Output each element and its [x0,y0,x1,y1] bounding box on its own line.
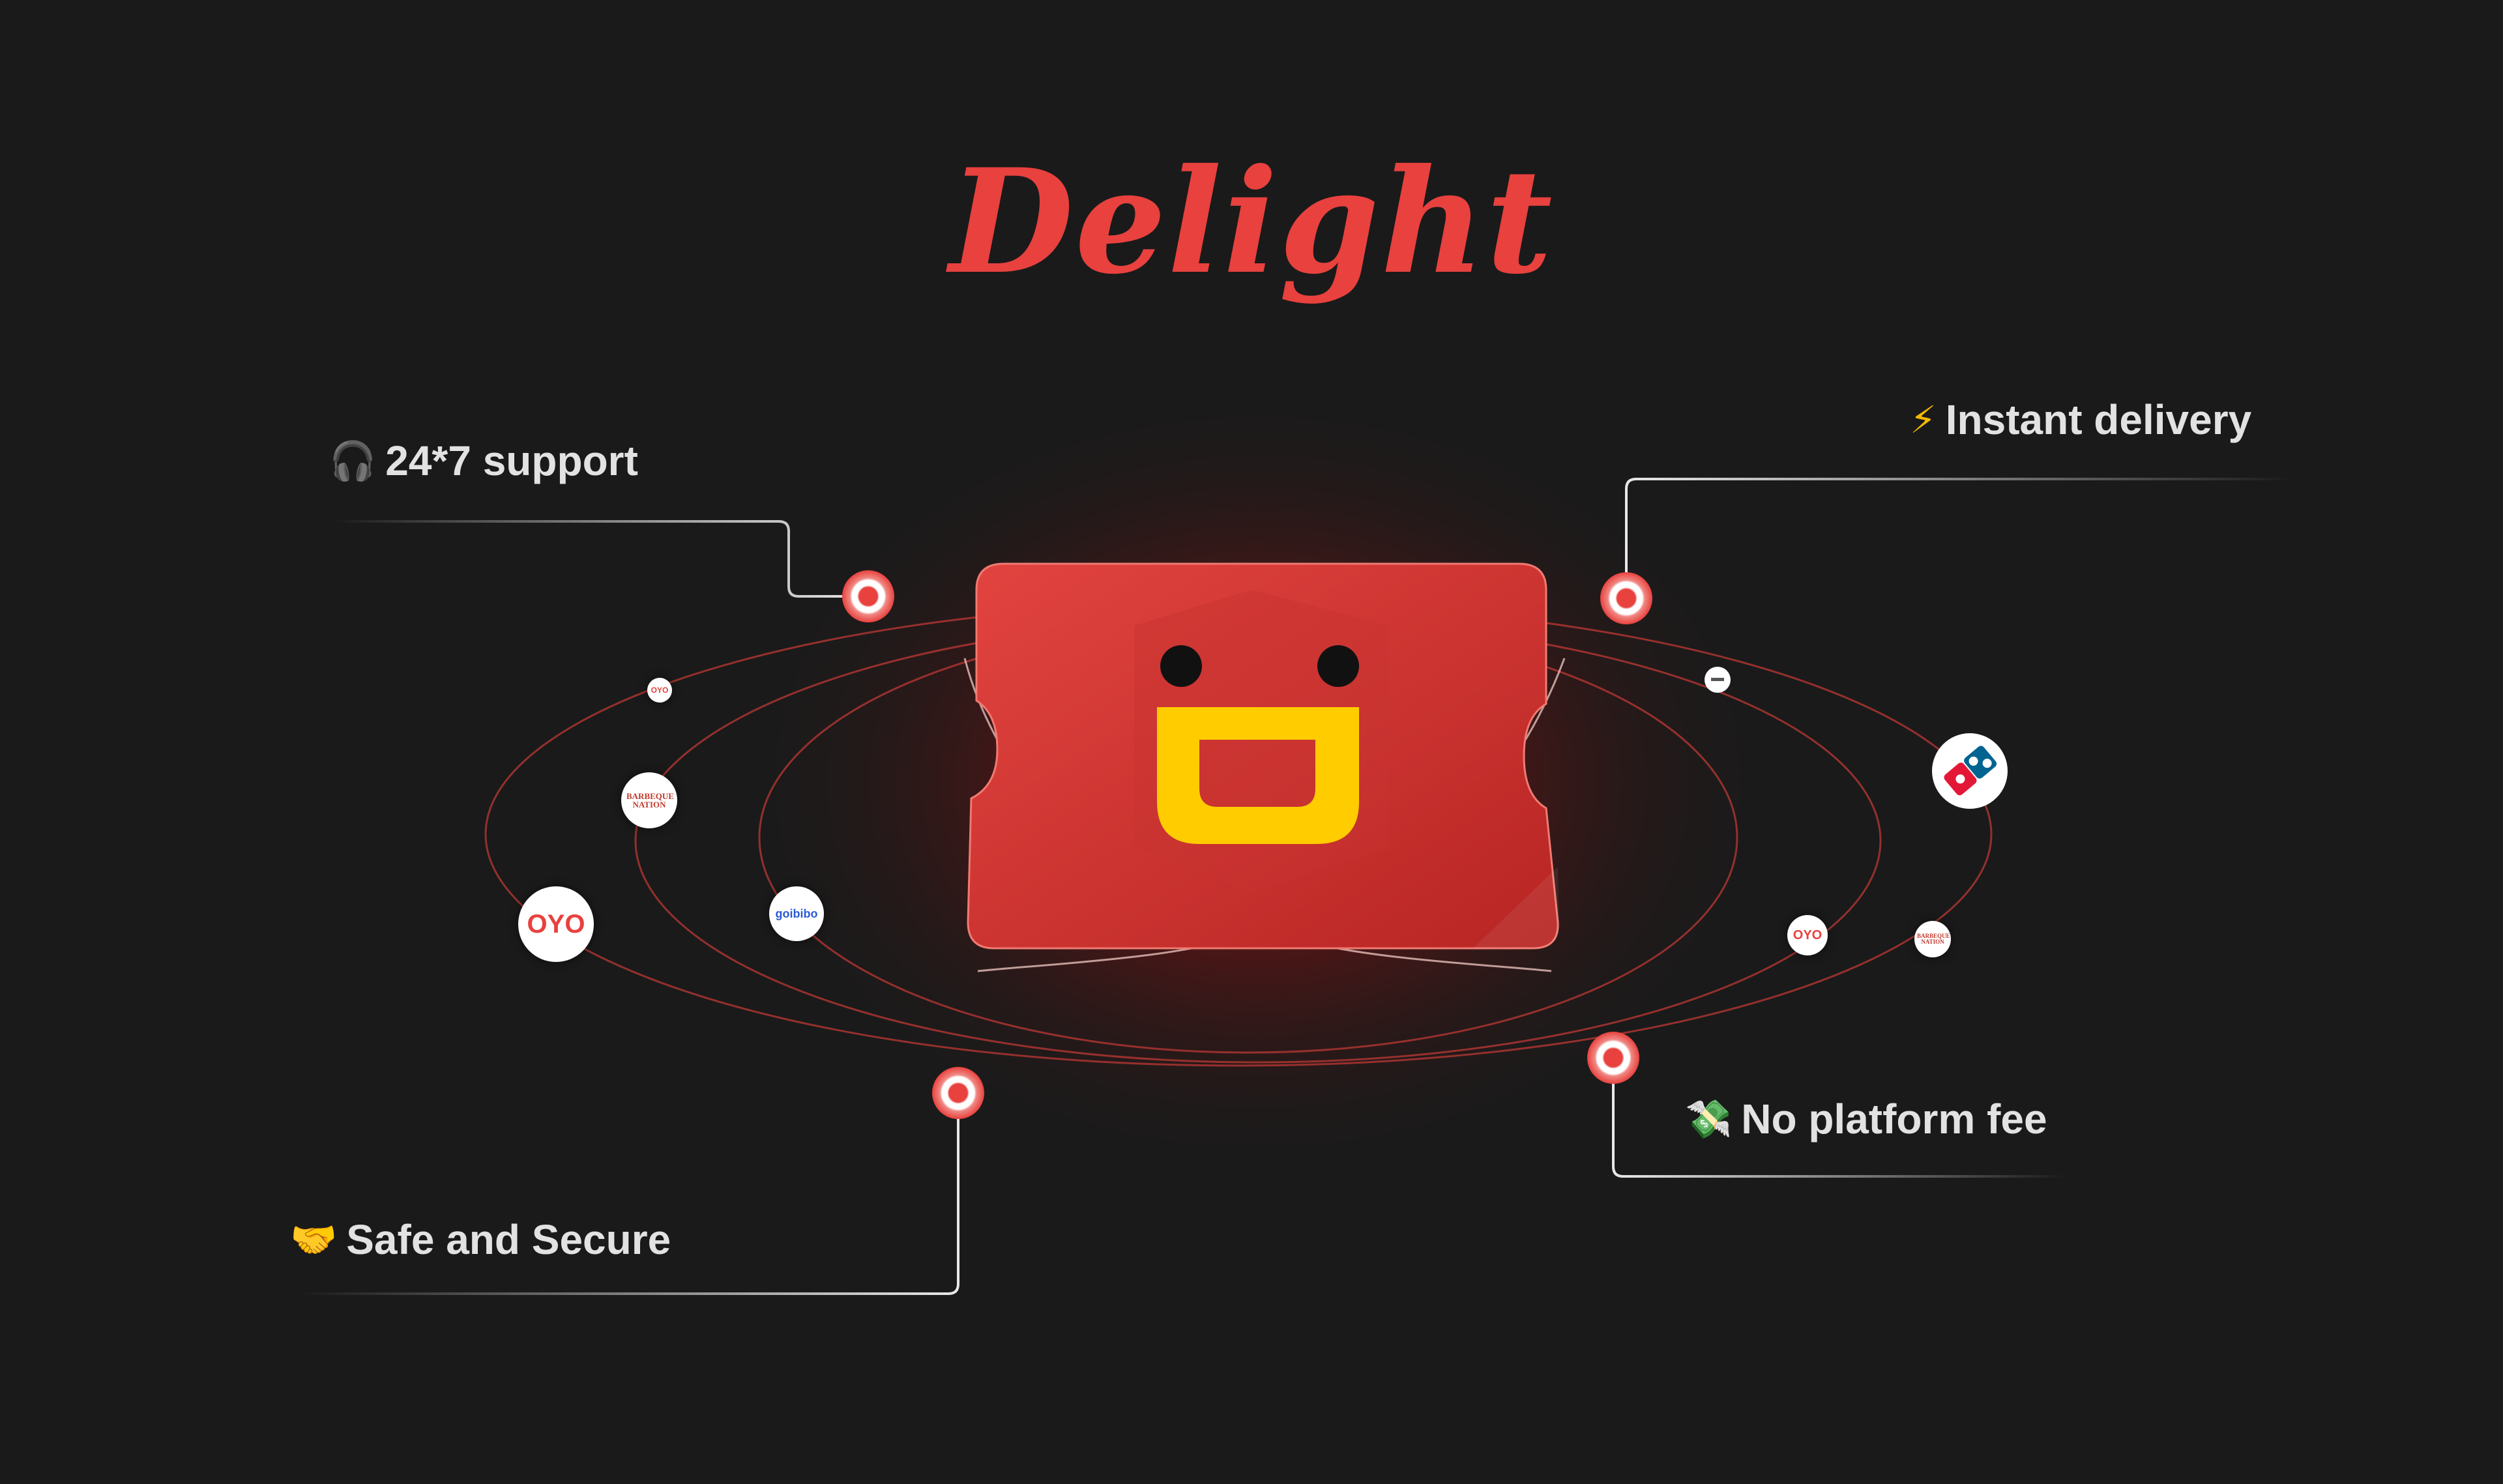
oyo-logo-right: OYO [1787,915,1828,955]
feature-delivery: ⚡ Instant delivery [1910,396,2251,444]
feature-no-fee: 💸 No platform fee [1685,1095,2047,1143]
feature-support: 🎧 24*7 support [329,437,638,485]
lightning-icon: ⚡ [1910,398,1937,442]
oyo-logo-small: OYO [647,678,672,703]
barbeque-nation-logo-right: BARBEQUE NATION [1914,921,1951,957]
dominos-logo [1932,733,2008,809]
feature-secure-label: Safe and Secure [346,1216,671,1263]
smile-mascot-icon [1157,645,1359,844]
money-with-wings-icon: 💸 [1685,1096,1733,1141]
feature-no-fee-label: No platform fee [1741,1096,2047,1142]
small-brand-mark [1711,678,1724,681]
headphones-icon: 🎧 [329,438,377,483]
feature-secure: 🤝 Safe and Secure [290,1215,671,1264]
connector-dots [842,570,1652,1119]
page-title: Delight [949,137,1554,306]
barbeque-nation-logo-left: BARBEQUE NATION [621,772,677,828]
oyo-logo-large: OYO [518,886,594,962]
feature-delivery-label: Instant delivery [1945,396,2252,443]
feature-support-label: 24*7 support [385,437,638,484]
ticket-card [967,562,1559,950]
goibibo-logo: goibibo [769,886,824,941]
connector-lines [300,478,2294,1295]
handshake-icon: 🤝 [290,1217,338,1262]
